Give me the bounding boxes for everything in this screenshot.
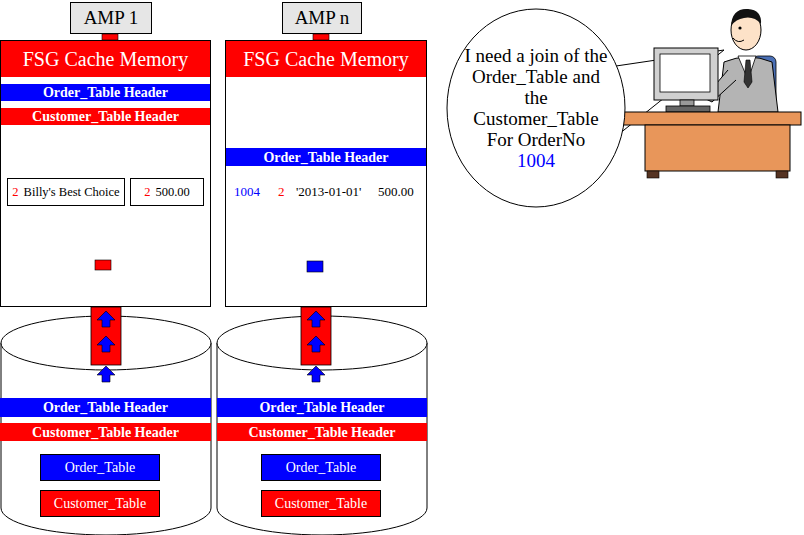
node-text: Order_Table Header	[263, 149, 388, 166]
panel-heading: FSG Cache Memory	[226, 41, 426, 77]
up-arrow	[97, 311, 115, 327]
desk-foot	[776, 171, 788, 178]
amp-label: AMP n	[282, 2, 362, 34]
table-cell-value: '2013-01-01'	[296, 184, 361, 200]
panel-heading: FSG Cache Memory	[1, 41, 210, 77]
hair	[731, 9, 761, 26]
cache-panel: FSG Cache MemoryOrder_Table Header	[225, 40, 427, 307]
node-text: Billy's Best Choice	[24, 185, 120, 200]
table-box: Order_Table	[40, 454, 160, 481]
node-text: Order_Table Header	[43, 399, 168, 416]
bubble-ellipse	[447, 9, 625, 207]
node-text: 1004	[463, 150, 609, 171]
node-text: Customer_Table	[54, 496, 146, 512]
keyboard	[666, 106, 710, 112]
node-text: Customer_Table Header	[32, 108, 179, 125]
up-arrow	[307, 366, 325, 382]
disk-body	[1, 343, 211, 535]
node-text: AMP n	[295, 7, 350, 29]
node-text: 500.00	[155, 185, 189, 200]
up-arrow	[97, 366, 115, 382]
amp-label: AMP 1	[70, 2, 152, 34]
node-text: Customer_Table Header	[32, 424, 179, 441]
cache-panel: FSG Cache MemoryOrder_Table HeaderCustom…	[0, 40, 211, 307]
table-header-band: Order_Table Header	[0, 398, 211, 417]
desk-foot	[647, 171, 659, 178]
monitor-stand	[680, 100, 694, 106]
table-header-band: Customer_Table Header	[217, 423, 427, 441]
table-box: Order_Table	[261, 454, 381, 481]
node-text: 2	[144, 185, 150, 200]
eye	[738, 26, 741, 29]
node-text: Customer_Table	[275, 496, 367, 512]
node-text: 2	[12, 185, 18, 200]
node-text: I need a join of the Order_Table and the…	[463, 45, 609, 150]
node-text: AMP 1	[84, 7, 139, 29]
smile	[733, 38, 744, 42]
table-header-band: Order_Table Header	[226, 148, 426, 166]
node-text: Order_Table	[286, 460, 357, 476]
cached-row-cell: 2 Billy's Best Choice	[7, 178, 125, 206]
table-cell-value: 500.00	[378, 184, 414, 200]
table-box: Customer_Table	[40, 490, 160, 517]
table-header-band: Order_Table Header	[217, 398, 427, 417]
table-header-band: Customer_Table Header	[0, 423, 211, 441]
monitor	[654, 48, 718, 100]
table-cell-value: 1004	[234, 184, 260, 200]
up-arrow	[97, 336, 115, 352]
table-cell-value: 2	[278, 184, 285, 200]
node-text: Order_Table Header	[43, 84, 168, 101]
cache-marker	[95, 260, 111, 270]
table-box: Customer_Table	[261, 490, 381, 517]
desk-body	[645, 125, 790, 171]
transfer-column	[301, 307, 331, 365]
node-text: Order_Table	[65, 460, 136, 476]
node-text: Order_Table Header	[259, 399, 384, 416]
up-arrow	[307, 311, 325, 327]
node-text: Customer_Table Header	[249, 424, 396, 441]
cached-row-cell: 2 500.00	[130, 178, 204, 206]
table-header-band: Order_Table Header	[1, 84, 210, 101]
up-arrow	[307, 336, 325, 352]
table-header-band: Customer_Table Header	[1, 108, 210, 125]
desk-top	[617, 112, 801, 125]
transfer-column	[91, 307, 121, 365]
tie	[744, 60, 752, 88]
disk-body	[217, 343, 427, 535]
cache-marker	[307, 261, 323, 272]
monitor-screen	[660, 54, 710, 92]
speech-bubble: I need a join of the Order_Table and the…	[446, 8, 626, 208]
